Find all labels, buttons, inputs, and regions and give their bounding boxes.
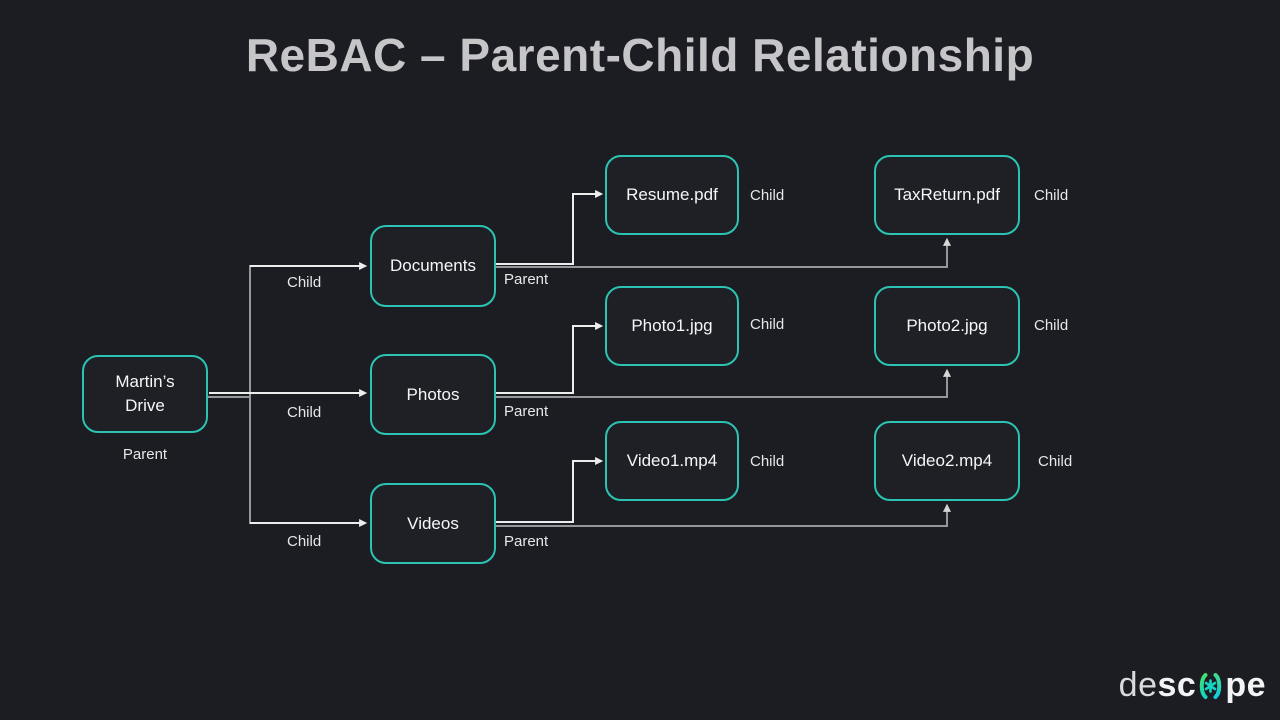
tag-photos-parent: Parent [504, 403, 549, 420]
tag-videos-parent: Parent [504, 533, 549, 550]
tag-video2-child: Child [1038, 453, 1073, 470]
node-taxreturn-pdf: TaxReturn.pdf [874, 155, 1020, 235]
node-resume-pdf: Resume.pdf [605, 155, 739, 235]
tag-documents-child: Child [287, 274, 322, 291]
node-video2-mp4: Video2.mp4 [874, 421, 1020, 501]
tag-photos-child: Child [287, 404, 322, 421]
edge-videos-video1 [495, 456, 604, 523]
edge-documents-taxreturn [495, 237, 952, 268]
tag-taxreturn-child: Child [1034, 187, 1069, 204]
node-documents: Documents [370, 225, 496, 307]
edge-photos-photo1 [495, 321, 604, 394]
node-photo1-jpg: Photo1.jpg [605, 286, 739, 366]
edge-documents-resume [495, 189, 604, 265]
node-photo2-jpg: Photo2.jpg [874, 286, 1020, 366]
tag-video1-child: Child [750, 453, 785, 470]
node-videos: Videos [370, 483, 496, 564]
tag-photo1-child: Child [750, 316, 785, 333]
node-video1-mp4: Video1.mp4 [605, 421, 739, 501]
descope-logo-o-mark [1200, 673, 1222, 699]
tag-photo2-child: Child [1034, 317, 1069, 334]
edge-photos-photo2 [495, 368, 952, 398]
descope-logo-pe: pe [1225, 666, 1266, 704]
descope-logo-de: de [1118, 666, 1158, 704]
node-photos: Photos [370, 354, 496, 435]
tag-root-parent: Parent [122, 446, 168, 463]
tag-resume-child: Child [750, 187, 785, 204]
edge-videos-video2 [495, 503, 952, 527]
descope-logo-sc: sc [1157, 666, 1197, 704]
node-martins-drive: Martin’s Drive [82, 355, 208, 433]
tag-documents-parent: Parent [504, 271, 549, 288]
slide-title: ReBAC – Parent-Child Relationship [245, 29, 1035, 81]
tag-videos-child: Child [287, 533, 322, 550]
